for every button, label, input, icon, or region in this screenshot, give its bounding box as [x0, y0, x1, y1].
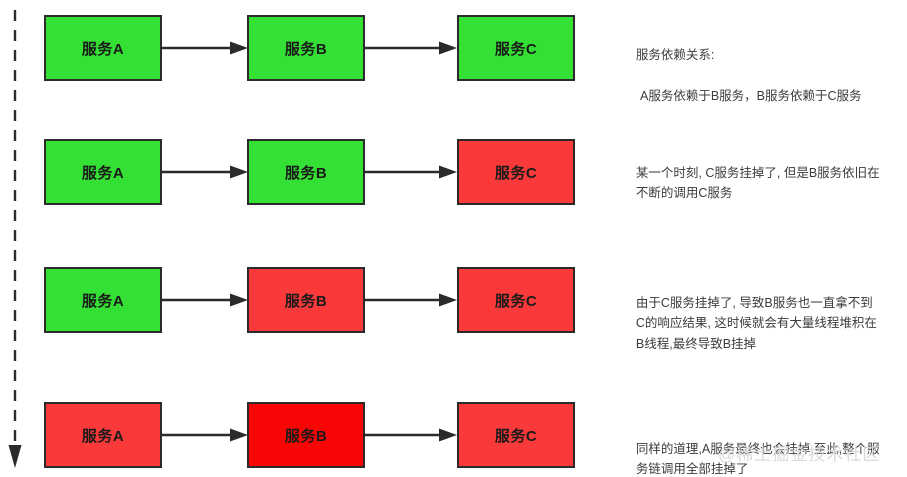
arrow-b-to-c-stage-4	[363, 428, 457, 442]
annotation-stage-4-line-1: 同样的道理,A服务最终也会挂掉,至此,整个服	[635, 441, 880, 456]
node-service-b-stage-4[interactable]: 服务B	[247, 402, 365, 468]
node-service-c-stage-1[interactable]: 服务C	[457, 15, 575, 81]
annotation-stage-3: 由于C服务挂掉了, 导致B服务也一直拿不到 C的响应结果, 这时候就会有大量线程…	[622, 272, 904, 375]
node-service-b-stage-2[interactable]: 服务B	[247, 139, 365, 205]
node-service-a-stage-2[interactable]: 服务A	[44, 139, 162, 205]
arrow-a-to-b-stage-4	[160, 428, 248, 442]
node-service-b-stage-1[interactable]: 服务B	[247, 15, 365, 81]
arrow-b-to-c-stage-2	[363, 165, 457, 179]
node-service-c-stage-2[interactable]: 服务C	[457, 139, 575, 205]
arrow-b-to-c-stage-1	[363, 41, 457, 55]
node-service-a-stage-3[interactable]: 服务A	[44, 267, 162, 333]
node-service-a-stage-1[interactable]: 服务A	[44, 15, 162, 81]
arrow-a-to-b-stage-1	[160, 41, 248, 55]
annotation-stage-2-line-1: 某一个时刻, C服务挂掉了, 但是B服务依旧在	[635, 165, 880, 180]
node-service-c-stage-4[interactable]: 服务C	[457, 402, 575, 468]
annotation-stage-1-line-1: 服务依赖关系:	[635, 47, 715, 62]
node-service-a-stage-4[interactable]: 服务A	[44, 402, 162, 468]
annotation-stage-1-line-2: A服务依赖于B服务，B服务依赖于C服务	[640, 88, 862, 103]
annotation-stage-4: 同样的道理,A服务最终也会挂掉,至此,整个服 务链调用全部挂掉了	[622, 418, 904, 477]
annotation-stage-3-line-3: B线程,最终导致B挂掉	[635, 336, 757, 351]
arrow-a-to-b-stage-3	[160, 293, 248, 307]
time-axis	[8, 10, 22, 468]
stage-row-1: 服务A 服务B 服务C	[0, 15, 620, 81]
annotation-stage-3-line-2: C的响应结果, 这时候就会有大量线程堆积在	[635, 316, 877, 331]
annotation-stage-2: 某一个时刻, C服务挂掉了, 但是B服务依旧在 不断的调用C服务	[622, 142, 904, 225]
time-axis-arrowhead	[8, 445, 22, 468]
annotation-stage-2-line-2: 不断的调用C服务	[635, 186, 733, 201]
annotation-stage-4-line-2: 务链调用全部挂掉了	[635, 462, 749, 477]
stage-row-3: 服务A 服务B 服务C	[0, 267, 620, 333]
arrow-b-to-c-stage-3	[363, 293, 457, 307]
annotation-stage-3-line-1: 由于C服务挂掉了, 导致B服务也一直拿不到	[635, 295, 873, 310]
node-service-c-stage-3[interactable]: 服务C	[457, 267, 575, 333]
annotation-stage-1: 服务依赖关系: A服务依赖于B服务，B服务依赖于C服务	[622, 24, 904, 148]
stage-row-4: 服务A 服务B 服务C	[0, 402, 620, 468]
node-service-b-stage-3[interactable]: 服务B	[247, 267, 365, 333]
stage-row-2: 服务A 服务B 服务C	[0, 139, 620, 205]
arrow-a-to-b-stage-2	[160, 165, 248, 179]
